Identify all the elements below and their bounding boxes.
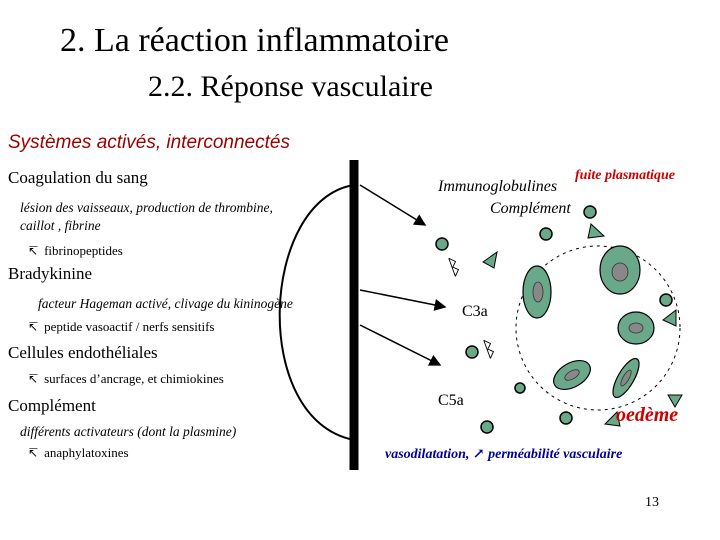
dot bbox=[559, 411, 573, 425]
coag-desc-line2: caillot , fibrine bbox=[20, 218, 101, 233]
slide-title: 2. La réaction inflammatoire bbox=[60, 22, 449, 59]
coag-desc-line1: lésion des vaisseaux, production de thro… bbox=[20, 200, 273, 215]
dot bbox=[583, 205, 597, 219]
arrow-ne-icon: ↸ bbox=[28, 244, 39, 258]
complement-sub: ↸ anaphylatoxines bbox=[28, 445, 129, 461]
tissue-ring bbox=[515, 245, 681, 411]
brady-desc: facteur Hageman activé, clivage du kinin… bbox=[38, 296, 293, 311]
increase-arrow-icon: ↗ bbox=[472, 447, 485, 462]
coag-heading: Coagulation du sang bbox=[8, 168, 148, 187]
brady-heading: Bradykinine bbox=[8, 264, 93, 283]
vessel-lumen-curve bbox=[278, 184, 355, 441]
immunoglobulines-label: Immunoglobulines bbox=[438, 178, 558, 195]
endo-sub: ↸ surfaces d’ancrage, et chimiokines bbox=[28, 371, 224, 387]
dot bbox=[435, 237, 449, 251]
oedeme-label: oedème bbox=[616, 404, 679, 426]
complement-desc: différents activateurs (dont la plasmine… bbox=[20, 424, 237, 439]
nucleus bbox=[611, 262, 629, 282]
page-number: 13 bbox=[645, 495, 659, 510]
nucleus bbox=[564, 369, 580, 381]
ring-arrow bbox=[482, 250, 498, 269]
dot bbox=[659, 293, 673, 307]
ring-arrow bbox=[587, 223, 606, 239]
arrow-ig bbox=[359, 184, 427, 226]
fuite-label: fuite plasmatique bbox=[575, 168, 675, 183]
arrow-ne-icon: ↸ bbox=[28, 320, 39, 334]
c5a-label: C5a bbox=[438, 392, 464, 409]
arrow-ne-icon: ↸ bbox=[28, 372, 39, 386]
cells bbox=[522, 245, 655, 399]
dot bbox=[514, 382, 526, 394]
ring-arrow bbox=[667, 394, 683, 408]
vaso-right: perméabilité vasculaire bbox=[488, 447, 623, 462]
slide-subtitle: 2.2. Réponse vasculaire bbox=[148, 70, 433, 103]
complement-sub-text: anaphylatoxines bbox=[44, 445, 129, 460]
arrow-c3a bbox=[359, 289, 447, 311]
vaso-left: vasodilatation, bbox=[385, 447, 470, 462]
coag-sub: ↸ fibrinopeptides bbox=[28, 243, 123, 259]
vaso-label: vasodilatation, ↗ perméabilité vasculair… bbox=[385, 446, 622, 463]
systems-heading: Systèmes activés, interconnectés bbox=[8, 132, 290, 153]
endo-heading: Cellules endothéliales bbox=[8, 343, 158, 362]
complement-heading: Complément bbox=[8, 396, 96, 415]
nucleus bbox=[620, 369, 632, 387]
dot bbox=[480, 420, 494, 434]
c3a-label: C3a bbox=[462, 303, 488, 320]
coag-sub-text: fibrinopeptides bbox=[44, 243, 123, 258]
cell-nuclei bbox=[532, 262, 644, 387]
brady-sub-text: peptide vasoactif / nerfs sensitifs bbox=[44, 319, 215, 334]
ring-arrow bbox=[662, 308, 677, 327]
arrow-ne-icon: ↸ bbox=[28, 446, 39, 460]
complement-label: Complément bbox=[490, 200, 571, 217]
green-dots bbox=[435, 205, 673, 434]
dot bbox=[465, 345, 479, 359]
brady-sub: ↸ peptide vasoactif / nerfs sensitifs bbox=[28, 319, 214, 335]
nucleus bbox=[628, 322, 644, 334]
endo-sub-text: surfaces d’ancrage, et chimiokines bbox=[44, 371, 224, 386]
nucleus bbox=[532, 281, 544, 303]
dot bbox=[539, 227, 553, 241]
ring-arrow bbox=[603, 410, 621, 427]
arrow-c5a bbox=[359, 324, 442, 366]
ring-arrows bbox=[482, 223, 683, 427]
